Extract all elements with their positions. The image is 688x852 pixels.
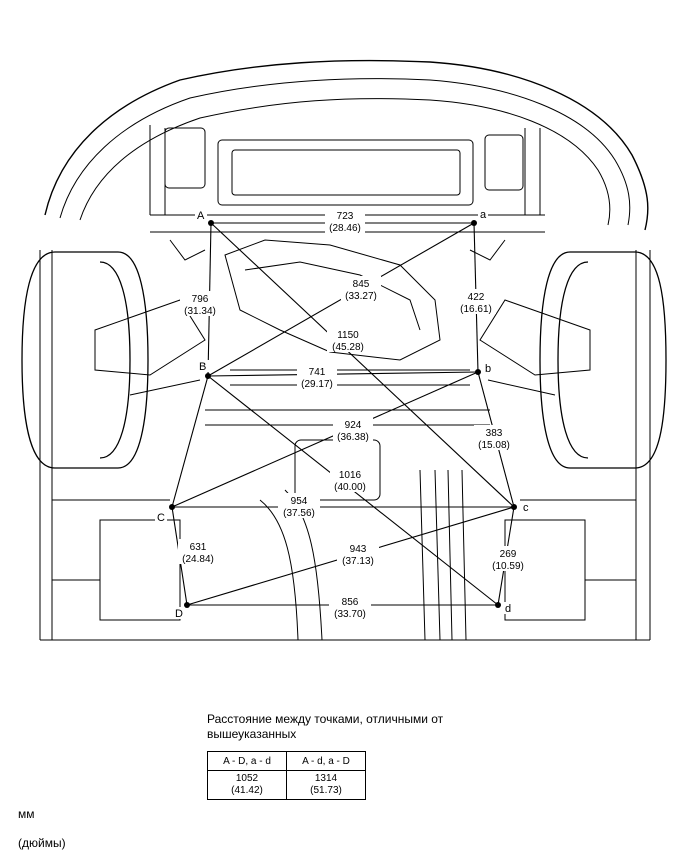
dim-D-d-mm: 856 <box>342 597 359 608</box>
line-B-C <box>171 375 209 508</box>
dim-a-b: 422 (16.61) <box>456 289 496 315</box>
dim-A-B: 796 (31.34) <box>180 291 220 317</box>
dim-A-b-mm: 845 <box>353 279 370 290</box>
table-cell: 1314 (51.73) <box>286 770 366 800</box>
right-front-wheel <box>539 251 667 469</box>
suspension-arms <box>94 239 591 396</box>
dim-C-D-in: (24.84) <box>182 554 214 565</box>
dim-A-c: 1150 (45.28) <box>327 327 369 353</box>
point-a-marker <box>471 220 477 226</box>
dim-D-c-mm: 943 <box>350 544 367 555</box>
dim-C-D: 631 (24.84) <box>178 539 218 565</box>
table-cell: 1052 (41.42) <box>207 770 287 800</box>
point-d-marker <box>495 602 501 608</box>
point-label-a: a <box>480 209 487 221</box>
engine-block <box>205 239 490 501</box>
other-distances-note: Расстояние между точками, отличными от в… <box>207 712 444 741</box>
dim-C-c-mm: 954 <box>291 496 308 507</box>
point-C-marker <box>169 504 175 510</box>
dim-A-b-in: (33.27) <box>345 291 377 302</box>
dim-D-d: 856 (33.70) <box>329 594 371 620</box>
dim-A-a: 723 (28.46) <box>325 208 365 234</box>
dim-A-b: 845 (33.27) <box>341 276 381 302</box>
point-label-c: c <box>523 502 529 514</box>
dim-B-d-in: (40.00) <box>334 482 366 493</box>
dim-A-c-mm: 1150 <box>337 330 359 341</box>
dimension-labels: 723 (28.46) 845 (33.27) 796 (31.34) 422 … <box>178 208 529 620</box>
table-header-row: A - D, a - d A - d, a - D <box>207 751 366 771</box>
underfloor-structure <box>52 469 636 641</box>
dim-b-C-mm: 924 <box>345 420 362 431</box>
dim-a-b-mm: 422 <box>468 292 485 303</box>
dim-C-c: 954 (37.56) <box>278 493 320 519</box>
dim-B-d-mm: 1016 <box>339 470 362 481</box>
dim-b-c-mm: 383 <box>486 428 503 439</box>
dim-B-d: 1016 (40.00) <box>330 467 370 493</box>
underbody-diagram: A a B b C c D d 723 (28.46) 845 (33.27) … <box>21 59 667 641</box>
table-value-mm: 1052 <box>235 773 259 784</box>
point-label-C: C <box>157 512 165 524</box>
dim-A-a-in: (28.46) <box>329 223 361 234</box>
unit-inch-label: (дюймы) <box>18 836 66 850</box>
dim-A-a-mm: 723 <box>337 211 354 222</box>
dim-C-c-in: (37.56) <box>283 508 315 519</box>
table-value-in: (51.73) <box>310 785 342 796</box>
dim-C-D-mm: 631 <box>190 542 207 553</box>
point-D-marker <box>184 602 190 608</box>
dim-D-c-in: (37.13) <box>342 556 374 567</box>
point-B-marker <box>205 373 211 379</box>
dim-A-B-in: (31.34) <box>184 306 216 317</box>
point-c-marker <box>511 504 517 510</box>
dim-D-d-in: (33.70) <box>334 609 366 620</box>
dim-b-C: 924 (36.38) <box>333 417 373 443</box>
point-b-marker <box>475 369 481 375</box>
left-front-wheel <box>21 251 149 469</box>
dim-b-C-in: (36.38) <box>337 432 369 443</box>
point-label-d: d <box>505 603 511 615</box>
measurement-points <box>169 220 517 608</box>
table-value-in: (41.42) <box>231 785 263 796</box>
table-header-cell: A - D, a - d <box>207 751 287 771</box>
dim-B-b-in: (29.17) <box>301 379 333 390</box>
dim-A-c-in: (45.28) <box>332 342 364 353</box>
dim-A-B-mm: 796 <box>192 294 209 305</box>
other-distances-table: A - D, a - d A - d, a - D 1052 (41.42) 1… <box>207 751 366 800</box>
point-label-B: B <box>199 361 206 373</box>
dim-B-b-mm: 741 <box>309 367 326 378</box>
table-row: 1052 (41.42) 1314 (51.73) <box>207 770 366 800</box>
line-B-b <box>207 371 479 377</box>
dim-c-d-mm: 269 <box>500 549 517 560</box>
point-A-marker <box>208 220 214 226</box>
line-b-C <box>171 371 479 508</box>
point-label-b: b <box>485 363 491 375</box>
dim-a-b-in: (16.61) <box>460 304 492 315</box>
table-header-cell: A - d, a - D <box>286 751 366 771</box>
dim-c-d-in: (10.59) <box>492 561 524 572</box>
dim-b-c-in: (15.08) <box>478 440 510 451</box>
point-label-A: A <box>197 210 205 222</box>
line-A-c <box>210 222 515 508</box>
dim-D-c: 943 (37.13) <box>337 541 379 567</box>
table-value-mm: 1314 <box>314 773 338 784</box>
dim-B-b: 741 (29.17) <box>297 364 337 390</box>
point-labels: A a B b C c D d <box>155 209 531 620</box>
unit-mm-label: мм <box>18 807 35 821</box>
dim-b-c: 383 (15.08) <box>474 425 514 451</box>
dim-c-d: 269 (10.59) <box>487 546 529 572</box>
point-label-D: D <box>175 608 183 620</box>
